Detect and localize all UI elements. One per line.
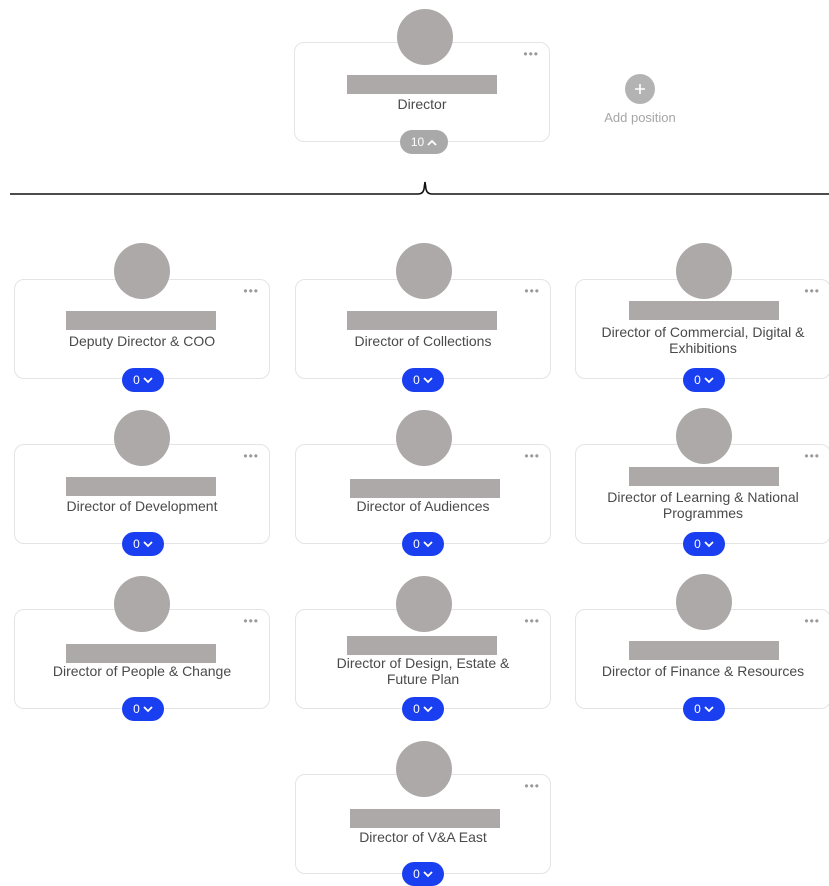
chevron-down-icon <box>423 376 433 383</box>
position-title: Director of Learning & National Programm… <box>607 489 799 521</box>
more-options-icon[interactable]: ••• <box>524 284 540 298</box>
more-options-icon[interactable]: ••• <box>524 614 540 628</box>
chevron-down-icon <box>143 540 153 547</box>
avatar <box>114 410 170 466</box>
expand-reports-button[interactable]: 0 <box>683 532 725 556</box>
avatar <box>676 408 732 464</box>
more-options-icon[interactable]: ••• <box>243 449 259 463</box>
reports-count: 0 <box>413 537 420 551</box>
reports-count: 0 <box>133 537 140 551</box>
position-title: Director of Finance & Resources <box>601 663 805 679</box>
chevron-down-icon <box>423 705 433 712</box>
position-title: Deputy Director & COO <box>68 333 216 349</box>
reports-count: 0 <box>413 702 420 716</box>
expand-reports-button[interactable]: 0 <box>402 368 444 392</box>
more-options-icon[interactable]: ••• <box>524 779 540 793</box>
more-options-icon[interactable]: ••• <box>804 449 820 463</box>
reports-count: 0 <box>413 373 420 387</box>
position-title: Director of Audiences <box>356 498 490 514</box>
expand-reports-button[interactable]: 0 <box>402 532 444 556</box>
chevron-up-icon <box>427 139 437 146</box>
position-title: Director of V&A East <box>359 829 487 845</box>
name-redacted <box>347 636 497 655</box>
expand-reports-button[interactable]: 0 <box>683 697 725 721</box>
plus-icon <box>625 74 655 104</box>
avatar <box>397 9 453 65</box>
expand-reports-button[interactable]: 0 <box>122 697 164 721</box>
name-redacted <box>629 467 779 486</box>
avatar <box>676 243 732 299</box>
name-redacted <box>66 311 216 330</box>
chevron-down-icon <box>143 705 153 712</box>
more-options-icon[interactable]: ••• <box>523 47 539 61</box>
chevron-down-icon <box>423 870 433 877</box>
avatar <box>676 574 732 630</box>
name-redacted <box>347 75 497 94</box>
position-title: Director of Collections <box>354 333 492 349</box>
name-redacted <box>629 641 779 660</box>
add-position-button[interactable]: Add position <box>594 74 686 125</box>
expand-reports-button[interactable]: 0 <box>122 368 164 392</box>
reports-count: 0 <box>133 373 140 387</box>
hierarchy-connector <box>10 181 829 195</box>
position-card[interactable]: ••• Director of Learning & National Prog… <box>575 444 829 544</box>
reports-count: 0 <box>694 537 701 551</box>
avatar <box>396 410 452 466</box>
name-redacted <box>347 311 497 330</box>
reports-count: 0 <box>413 867 420 881</box>
more-options-icon[interactable]: ••• <box>804 614 820 628</box>
expand-reports-button[interactable]: 0 <box>402 862 444 886</box>
avatar <box>114 576 170 632</box>
expand-reports-button[interactable]: 0 <box>122 532 164 556</box>
name-redacted <box>350 809 500 828</box>
reports-count: 0 <box>694 702 701 716</box>
position-title: Director of Design, Estate & Future Plan <box>336 655 510 687</box>
chevron-down-icon <box>704 540 714 547</box>
add-position-label: Add position <box>604 110 676 125</box>
name-redacted <box>629 301 779 320</box>
avatar <box>114 243 170 299</box>
reports-toggle-button[interactable]: 10 <box>400 130 448 154</box>
position-title: Director of People & Change <box>52 663 232 679</box>
chevron-down-icon <box>423 540 433 547</box>
more-options-icon[interactable]: ••• <box>243 614 259 628</box>
chevron-down-icon <box>704 376 714 383</box>
reports-count: 0 <box>694 373 701 387</box>
name-redacted <box>66 477 216 496</box>
chevron-down-icon <box>143 376 153 383</box>
avatar <box>396 741 452 797</box>
position-title: Director of Commercial, Digital & Exhibi… <box>601 324 805 356</box>
more-options-icon[interactable]: ••• <box>243 284 259 298</box>
expand-reports-button[interactable]: 0 <box>683 368 725 392</box>
reports-count: 0 <box>133 702 140 716</box>
name-redacted <box>350 479 500 498</box>
position-title: Director <box>397 96 447 112</box>
position-title: Director of Development <box>66 498 218 514</box>
expand-reports-button[interactable]: 0 <box>402 697 444 721</box>
name-redacted <box>66 644 216 663</box>
position-card[interactable]: ••• Director of Finance & Resources <box>575 609 829 709</box>
avatar <box>396 243 452 299</box>
more-options-icon[interactable]: ••• <box>524 449 540 463</box>
more-options-icon[interactable]: ••• <box>804 284 820 298</box>
chevron-down-icon <box>704 705 714 712</box>
reports-count: 10 <box>410 135 425 149</box>
avatar <box>396 576 452 632</box>
